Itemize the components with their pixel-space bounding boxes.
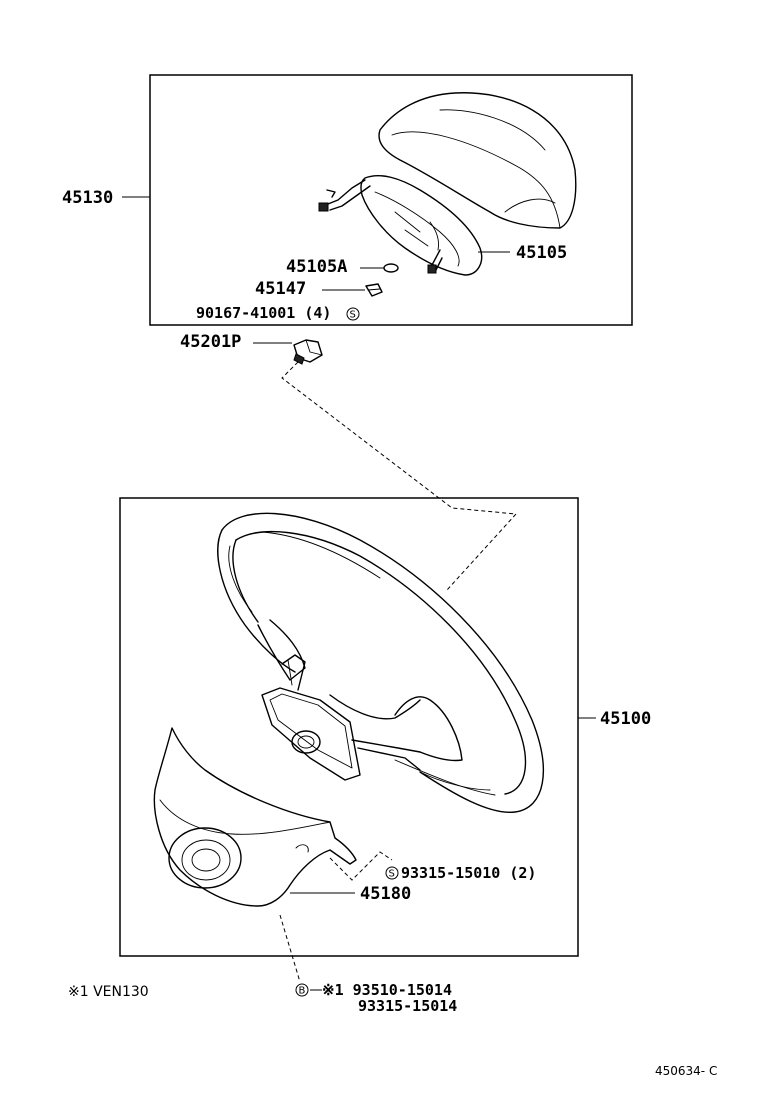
svg-text:S: S [350, 310, 356, 321]
label-45130[interactable]: 45130 [62, 188, 113, 208]
label-90167-41001[interactable]: 90167-41001 (4) [196, 304, 331, 322]
label-93315-15014[interactable]: 93315-15014 [358, 997, 457, 1015]
steering-wheel-drawing[interactable] [217, 512, 544, 813]
label-45105a[interactable]: 45105A [286, 257, 347, 277]
label-93510-15014[interactable]: ※1 93510-15014 [322, 981, 452, 999]
dashed-link-clip [281, 361, 518, 591]
label-45100[interactable]: 45100 [600, 709, 651, 729]
note-ven130: ※1 VEN130 [68, 984, 149, 1000]
b-symbol-bolt: B [295, 983, 309, 997]
label-93315-15010[interactable]: 93315-15010 (2) [401, 864, 536, 882]
label-45180[interactable]: 45180 [360, 884, 411, 904]
dashed-link-bolt [279, 914, 301, 983]
label-45105[interactable]: 45105 [516, 243, 567, 263]
svg-text:B: B [299, 986, 306, 997]
cover-drawing[interactable] [153, 727, 357, 907]
figure-code: 450634- C [655, 1064, 717, 1078]
s-symbol-screw: S [346, 307, 360, 321]
horn-pad-assembly-frame [149, 74, 633, 326]
steering-wheel-frame [119, 497, 579, 957]
clip-drawing[interactable] [293, 339, 323, 365]
dashed-link-cover-screw [329, 851, 393, 881]
label-45147[interactable]: 45147 [255, 279, 306, 299]
svg-text:S: S [389, 869, 395, 880]
horn-pad-drawing[interactable] [318, 92, 577, 276]
washer-drawing[interactable] [383, 263, 399, 273]
s-symbol-cover-screw: S [385, 866, 399, 880]
contact-plate-drawing[interactable] [365, 283, 383, 297]
label-45201p[interactable]: 45201P [180, 332, 241, 352]
